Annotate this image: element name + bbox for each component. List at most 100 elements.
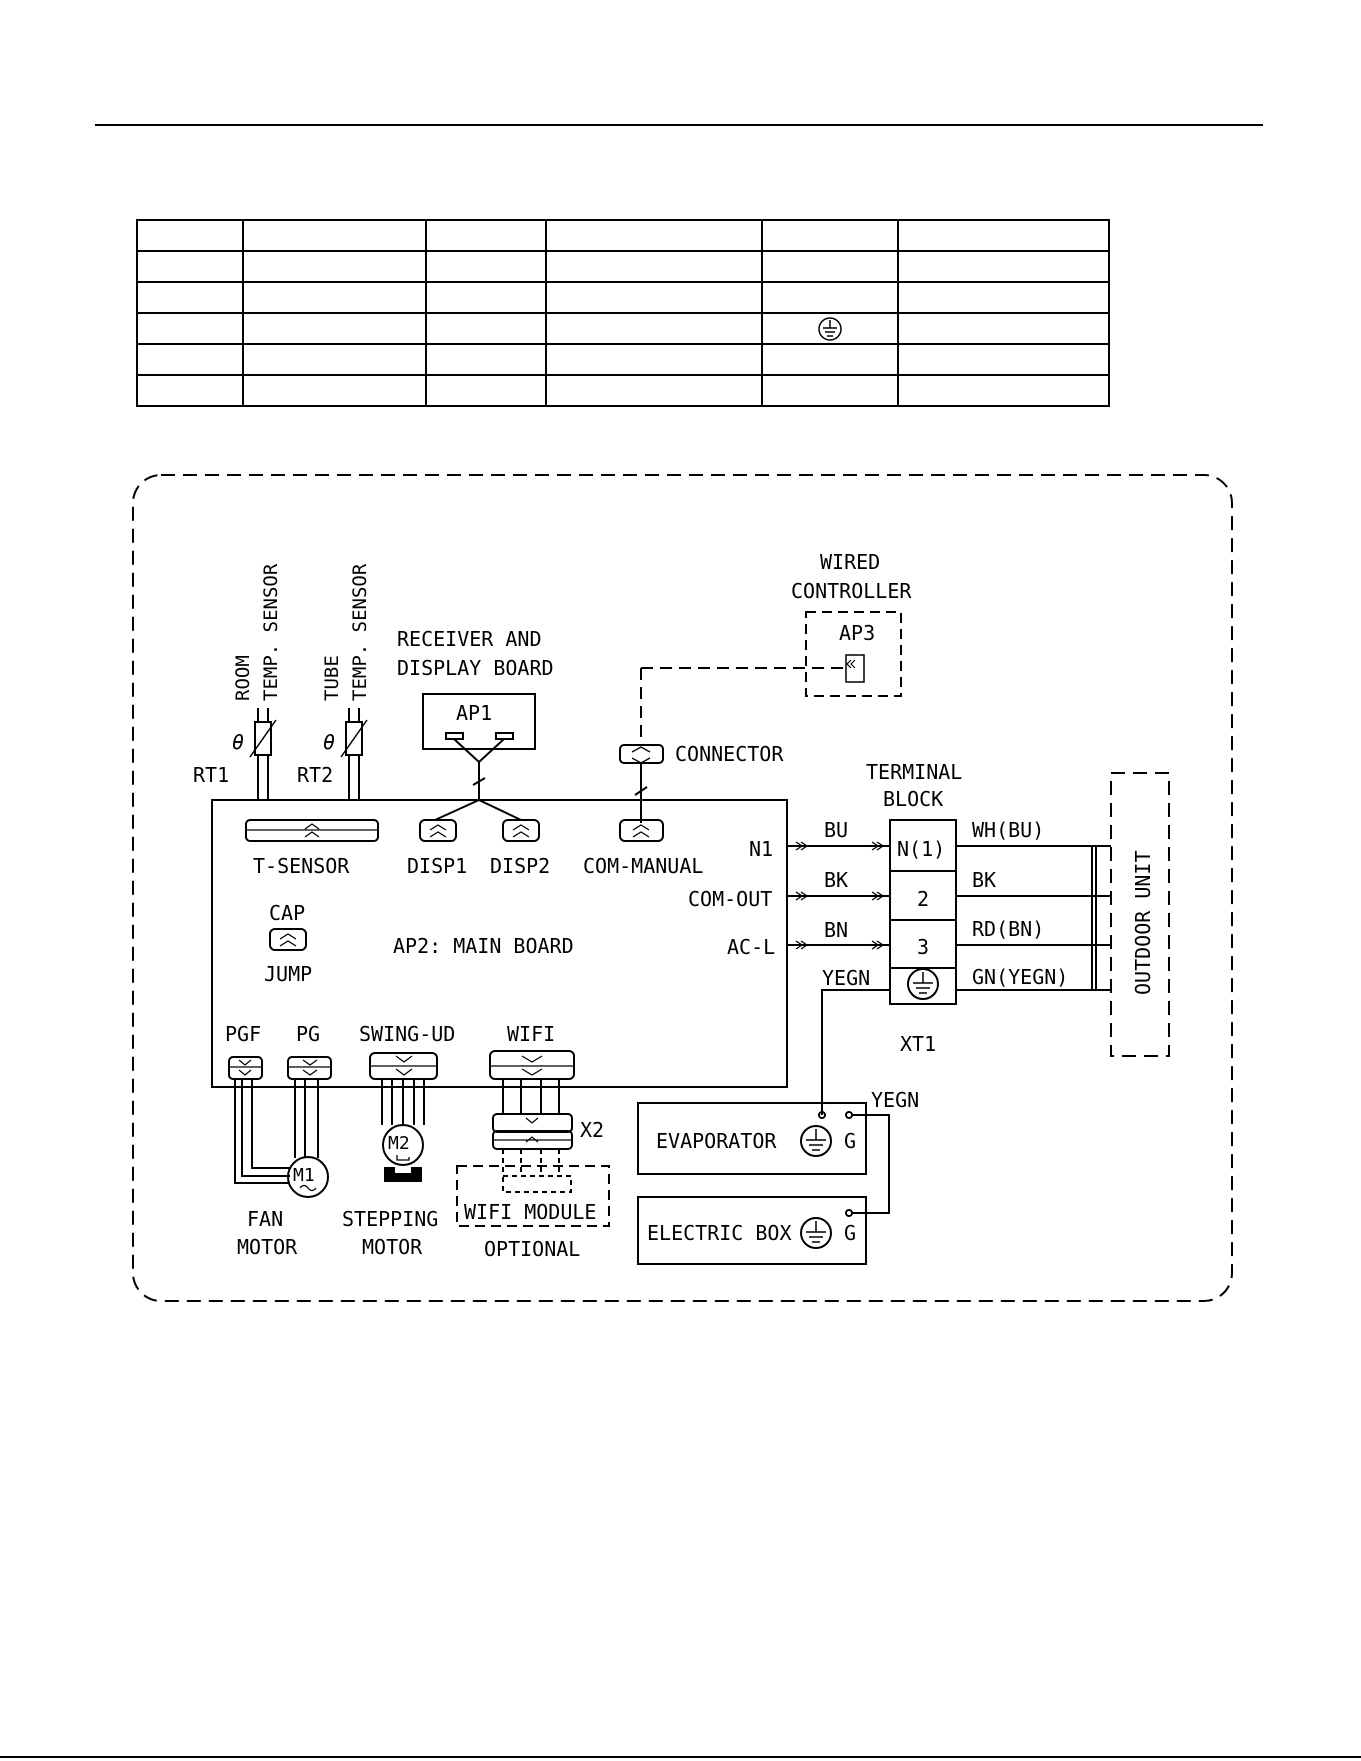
wire-right-gn-yegn: GN(YEGN) bbox=[972, 965, 1068, 989]
wire-left-bn: BN bbox=[824, 918, 848, 942]
com-out-label: COM-OUT bbox=[688, 887, 772, 911]
disp2-label: DISP2 bbox=[490, 854, 550, 878]
legend-cell bbox=[761, 312, 899, 345]
receiver-title-1: RECEIVER AND bbox=[397, 627, 542, 651]
room-sensor-label-1: ROOM bbox=[232, 655, 254, 701]
legend-row bbox=[136, 374, 1110, 407]
earth-ground-icon bbox=[818, 316, 842, 341]
wire-left-bk: BK bbox=[824, 868, 848, 892]
tube-sensor-label-1: TUBE bbox=[321, 655, 343, 701]
legend-cell bbox=[897, 374, 1110, 407]
legend-cell bbox=[242, 312, 427, 345]
wire-left-bu: BU bbox=[824, 818, 848, 842]
electric-box-g-label: G bbox=[844, 1221, 856, 1245]
ap1-label: AP1 bbox=[456, 701, 492, 725]
legend-cell bbox=[545, 343, 763, 376]
stepping-motor-label-2: MOTOR bbox=[362, 1235, 423, 1259]
legend-cell bbox=[897, 281, 1110, 314]
connector-label: CONNECTOR bbox=[675, 742, 784, 766]
t-sensor-label: T-SENSOR bbox=[253, 854, 350, 878]
legend-cell bbox=[242, 343, 427, 376]
legend-cell bbox=[425, 374, 547, 407]
legend-cell bbox=[545, 250, 763, 283]
legend-cell bbox=[897, 312, 1110, 345]
legend-table bbox=[136, 219, 1110, 407]
tube-temp-sensor: TUBE TEMP. SENSOR θ RT2 bbox=[297, 563, 371, 800]
power-wires: BU BK BN YEGN bbox=[787, 818, 890, 1115]
legend-row bbox=[136, 281, 1110, 314]
swing-ud-label: SWING-UD bbox=[359, 1022, 455, 1046]
legend-cell bbox=[545, 312, 763, 345]
wifi-label: WIFI bbox=[507, 1022, 555, 1046]
terminal-block-title-1: TERMINAL bbox=[866, 760, 962, 784]
legend-cell bbox=[761, 374, 899, 407]
legend-cell bbox=[425, 219, 547, 252]
header-rule bbox=[95, 124, 1263, 126]
wifi-module-label: WIFI MODULE bbox=[464, 1200, 596, 1224]
com-manual-label: COM-MANUAL bbox=[583, 854, 703, 878]
pgf-label: PGF bbox=[225, 1022, 261, 1046]
legend-cell bbox=[136, 219, 244, 252]
m1-label: M1 bbox=[293, 1165, 315, 1186]
legend-cell bbox=[136, 343, 244, 376]
jump-label: JUMP bbox=[264, 962, 312, 986]
main-board-title: AP2: MAIN BOARD bbox=[393, 934, 574, 958]
terminal-block-title-2: BLOCK bbox=[883, 787, 943, 811]
electric-box-label: ELECTRIC BOX bbox=[647, 1221, 792, 1245]
wire-right-bk: BK bbox=[972, 868, 996, 892]
legend-row bbox=[136, 343, 1110, 376]
legend-cell bbox=[136, 374, 244, 407]
legend-cell bbox=[761, 219, 899, 252]
terminal-2: 2 bbox=[917, 887, 929, 911]
legend-row bbox=[136, 219, 1110, 252]
legend-cell bbox=[425, 343, 547, 376]
pg-label: PG bbox=[296, 1022, 320, 1046]
legend-cell bbox=[425, 281, 547, 314]
legend-row bbox=[136, 250, 1110, 283]
legend-cell bbox=[136, 250, 244, 283]
ac-l-label: AC-L bbox=[727, 935, 775, 959]
evaporator-g-label: G bbox=[844, 1129, 856, 1153]
evaporator: EVAPORATOR G bbox=[637, 1102, 867, 1175]
legend-cell bbox=[425, 312, 547, 345]
receiver-title-2: DISPLAY BOARD bbox=[397, 656, 554, 680]
n1-label: N1 bbox=[749, 837, 773, 861]
wifi-optional-label: OPTIONAL bbox=[484, 1237, 580, 1261]
legend-cell bbox=[761, 343, 899, 376]
wire-right-rd-bn: RD(BN) bbox=[972, 917, 1044, 941]
legend-cell bbox=[242, 250, 427, 283]
rt1-label: RT1 bbox=[193, 763, 229, 787]
cap-label: CAP bbox=[269, 901, 305, 925]
wired-controller: WIRED CONTROLLER AP3 bbox=[640, 550, 912, 745]
outdoor-wires: WH(BU) BK RD(BN) GN(YEGN) bbox=[956, 818, 1111, 991]
outdoor-unit-label: OUTDOOR UNIT bbox=[1131, 851, 1155, 996]
wifi-module: X2 WIFI MODULE OPTIONAL bbox=[456, 1079, 610, 1261]
legend-cell bbox=[545, 281, 763, 314]
fan-motor: M1 FAN MOTOR bbox=[234, 1079, 329, 1259]
terminal-n1: N(1) bbox=[897, 837, 945, 861]
legend-cell bbox=[545, 374, 763, 407]
main-board: T-SENSOR DISP1 DISP2 COM-MANUAL CAP JUMP… bbox=[211, 799, 788, 1088]
legend-cell bbox=[897, 343, 1110, 376]
legend-cell bbox=[761, 250, 899, 283]
room-theta-symbol: θ bbox=[232, 730, 244, 754]
wire-right-wh-bu: WH(BU) bbox=[972, 818, 1044, 842]
legend-cell bbox=[242, 281, 427, 314]
evaporator-label: EVAPORATOR bbox=[656, 1129, 777, 1153]
room-temp-sensor: ROOM TEMP. SENSOR θ RT1 bbox=[193, 563, 282, 800]
tube-sensor-label-2: TEMP. SENSOR bbox=[349, 563, 371, 701]
legend-cell bbox=[761, 281, 899, 314]
xt1-label: XT1 bbox=[900, 1032, 936, 1056]
legend-cell bbox=[136, 281, 244, 314]
terminal-3: 3 bbox=[917, 935, 929, 959]
legend-row bbox=[136, 312, 1110, 345]
footer-rule bbox=[0, 1756, 1361, 1758]
legend-cell bbox=[897, 250, 1110, 283]
legend-cell bbox=[545, 219, 763, 252]
legend-cell bbox=[136, 312, 244, 345]
fan-motor-label-1: FAN bbox=[247, 1207, 283, 1231]
legend-cell bbox=[897, 219, 1110, 252]
unit-boundary bbox=[132, 474, 1233, 1302]
